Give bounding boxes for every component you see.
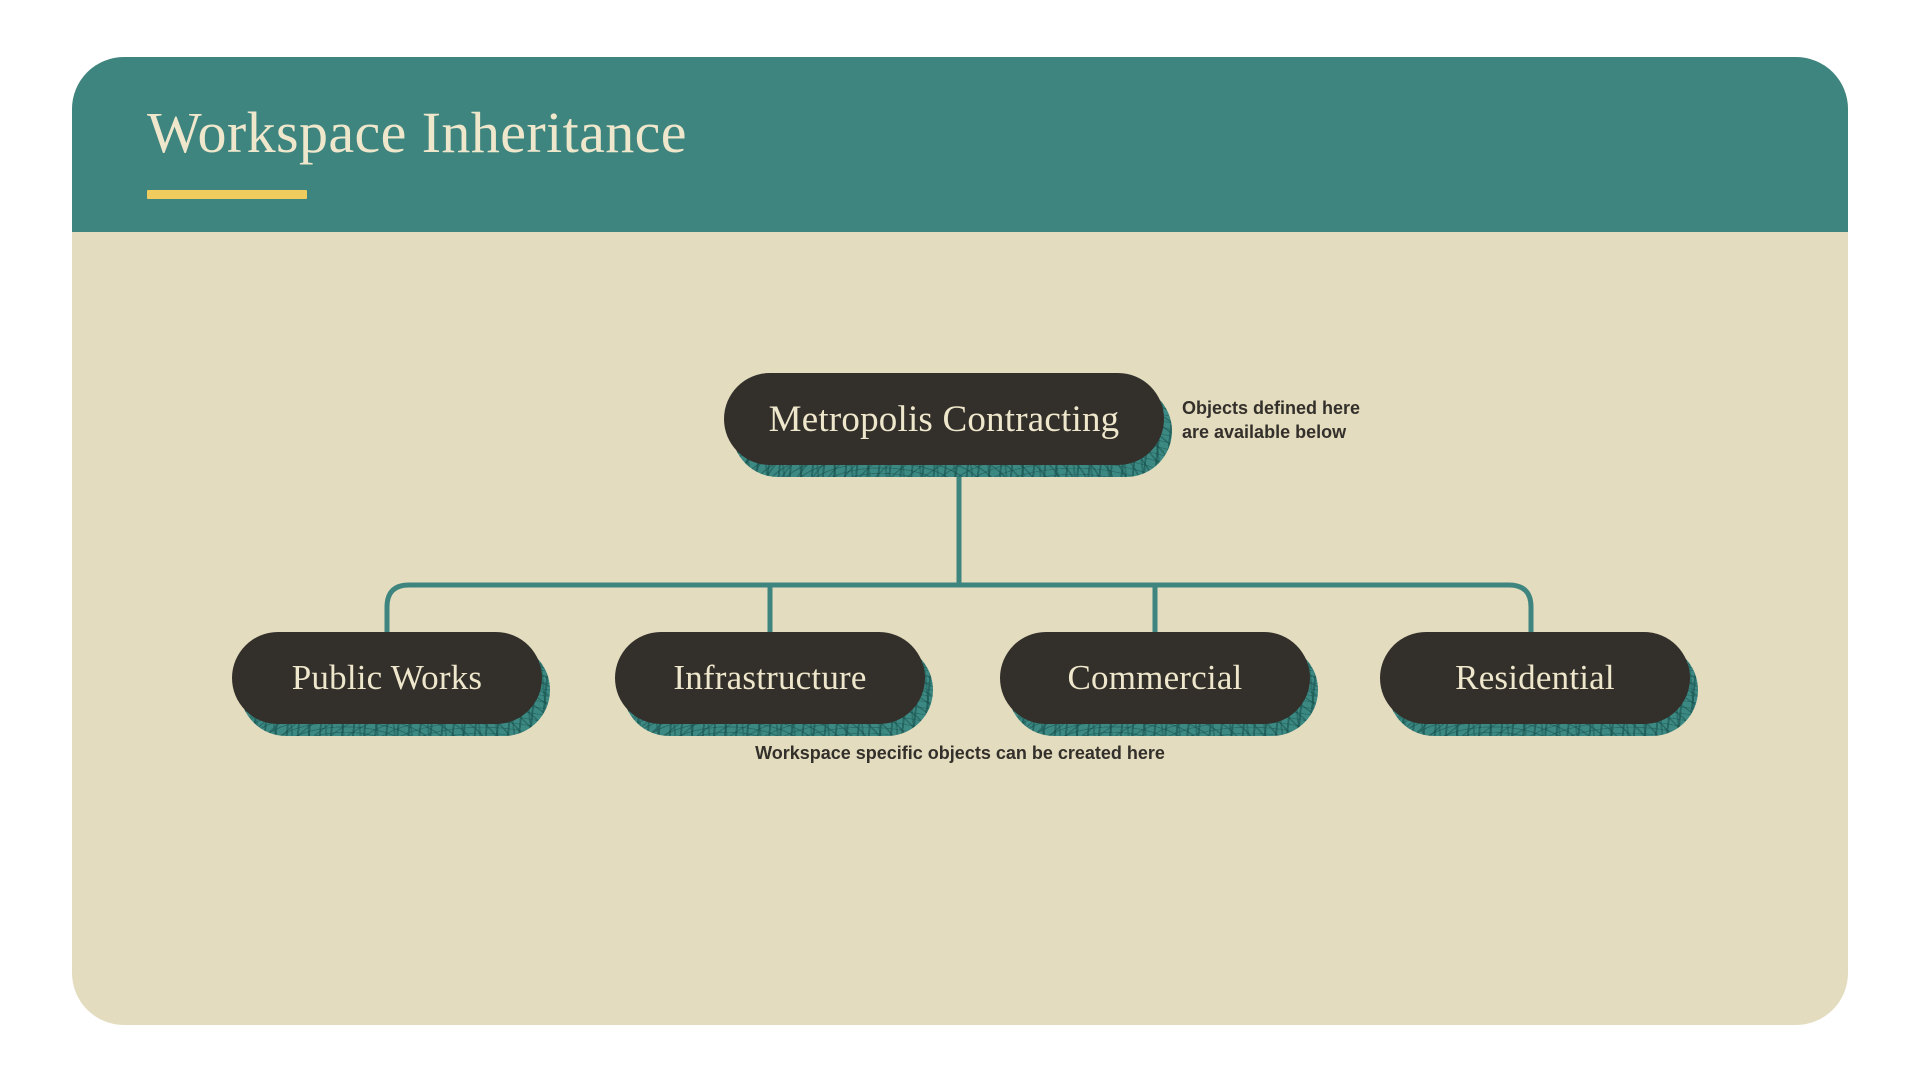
content-card: Workspace Inheritance Metropolis Contrac… (72, 57, 1848, 1025)
node-face: Metropolis Contracting (724, 373, 1164, 465)
node-public-works[interactable]: Public Works (232, 632, 550, 736)
node-face: Residential (1380, 632, 1690, 724)
node-label: Infrastructure (673, 658, 867, 697)
connector-bus (384, 582, 1534, 632)
node-metropolis-contracting[interactable]: Metropolis Contracting (724, 373, 1172, 477)
node-face: Public Works (232, 632, 542, 724)
connector-lines (384, 465, 1534, 632)
node-infrastructure[interactable]: Infrastructure (615, 632, 933, 736)
node-commercial[interactable]: Commercial (1000, 632, 1318, 736)
node-label: Public Works (291, 658, 483, 697)
page-title: Workspace Inheritance (147, 100, 687, 165)
node-face: Infrastructure (615, 632, 925, 724)
diagram-canvas: Metropolis Contracting Objects defined h… (72, 232, 1848, 1025)
annotation-children: Workspace specific objects can be create… (755, 743, 1165, 763)
title-accent-bar (147, 190, 307, 199)
annotation-root: Objects defined here are available below (1182, 398, 1361, 442)
node-label: Commercial (1067, 658, 1243, 697)
node-face: Commercial (1000, 632, 1310, 724)
node-residential[interactable]: Residential (1380, 632, 1698, 736)
slide-header: Workspace Inheritance (72, 57, 1848, 232)
node-label: Residential (1455, 658, 1615, 697)
node-label: Metropolis Contracting (768, 398, 1120, 440)
